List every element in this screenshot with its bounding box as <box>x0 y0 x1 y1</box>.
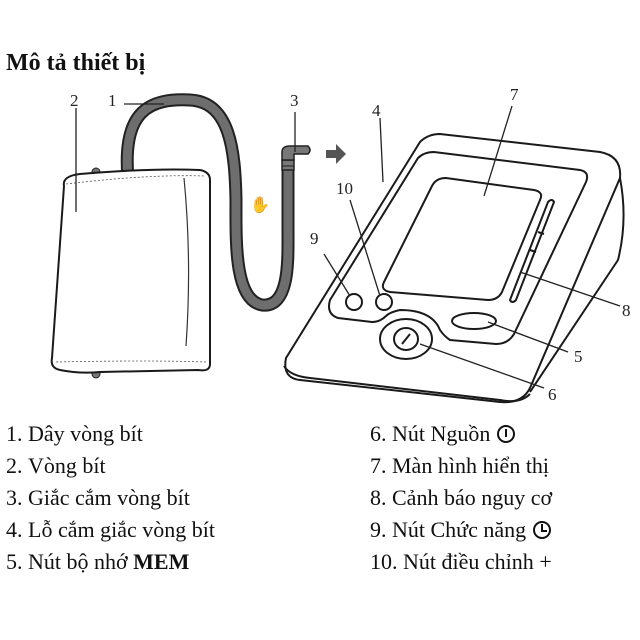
device-illustration: ✋ <box>50 85 631 404</box>
legend-item: 5. Nút bộ nhớ MEM <box>6 549 190 574</box>
cuff-connector <box>281 145 311 171</box>
display-screen <box>381 176 543 302</box>
legend-item: 8. Cảnh báo nguy cơ <box>370 485 553 510</box>
callout-1: 1 <box>108 91 117 110</box>
legend-item: 1. Dây vòng bít <box>6 421 143 446</box>
callout-2: 2 <box>70 91 79 110</box>
page-title: Mô tả thiết bị <box>6 50 146 76</box>
callout-8: 8 <box>622 301 631 320</box>
legend-item: 6. Nút Nguồn <box>370 418 552 450</box>
callout-9: 9 <box>310 229 319 248</box>
callout-10: 10 <box>336 179 353 198</box>
arrow-right-icon <box>326 144 346 164</box>
hand-cursor-icon: ✋ <box>250 195 270 214</box>
legend-left: 1. Dây vòng bít 2. Vòng bít 3. Giắc cắm … <box>6 418 215 578</box>
legend-item: 2. Vòng bít <box>6 453 106 478</box>
legend-item: 9. Nút Chức năng <box>370 514 552 546</box>
legend-right: 6. Nút Nguồn 7. Màn hình hiển thị 8. Cản… <box>370 418 552 578</box>
legend-item: 3. Giắc cắm vòng bít <box>6 485 190 510</box>
legend-item: 4. Lỗ cắm giắc vòng bít <box>6 517 215 542</box>
power-icon <box>497 425 516 443</box>
cuff <box>50 167 211 379</box>
power-button-ring <box>379 318 433 360</box>
adjust-plus-button[interactable] <box>375 293 393 311</box>
function-button[interactable] <box>345 293 363 311</box>
risk-indicator <box>508 199 556 303</box>
legend-item: 10. Nút điều chỉnh + <box>370 549 552 574</box>
mem-button[interactable] <box>451 312 497 330</box>
leader-lines <box>75 103 621 389</box>
clock-icon <box>533 521 552 539</box>
callout-4: 4 <box>372 101 381 120</box>
power-button[interactable] <box>393 327 419 351</box>
monitor <box>283 132 625 404</box>
callout-5: 5 <box>574 347 583 366</box>
legend-item: 7. Màn hình hiển thị <box>370 453 550 478</box>
callout-6: 6 <box>548 385 557 404</box>
callout-7: 7 <box>510 85 519 104</box>
callout-3: 3 <box>290 91 299 110</box>
